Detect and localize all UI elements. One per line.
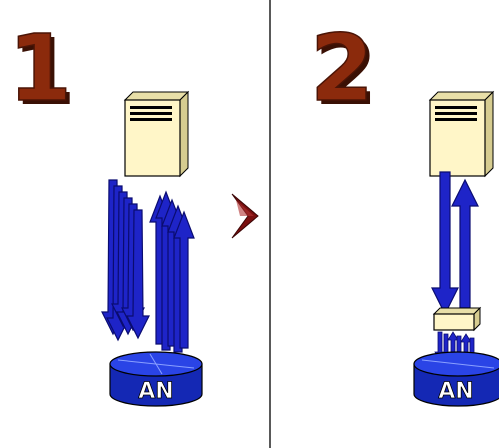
step-1-number-shadow: 1 bbox=[12, 19, 76, 126]
step-1-number: 1 bbox=[8, 15, 72, 122]
response-arrows bbox=[149, 190, 195, 353]
server-icon bbox=[428, 90, 495, 178]
step-2-number-shadow: 2 bbox=[314, 19, 378, 126]
request-arrows bbox=[101, 179, 150, 342]
step-1-panel: 1 1 bbox=[7, 14, 203, 407]
response-arrow bbox=[451, 178, 479, 309]
chevron-highlight bbox=[236, 200, 254, 216]
step-2-number: 2 bbox=[310, 15, 374, 122]
step-1-node-label: AN bbox=[138, 379, 173, 404]
step-2-panel: 2 2 bbox=[309, 14, 499, 407]
aggregator-box-icon bbox=[432, 306, 482, 332]
database-node-icon bbox=[109, 351, 203, 407]
request-arrow bbox=[431, 171, 459, 316]
step-2-node-label: AN bbox=[438, 379, 473, 404]
database-node-icon bbox=[413, 351, 499, 407]
server-icon bbox=[123, 90, 190, 178]
